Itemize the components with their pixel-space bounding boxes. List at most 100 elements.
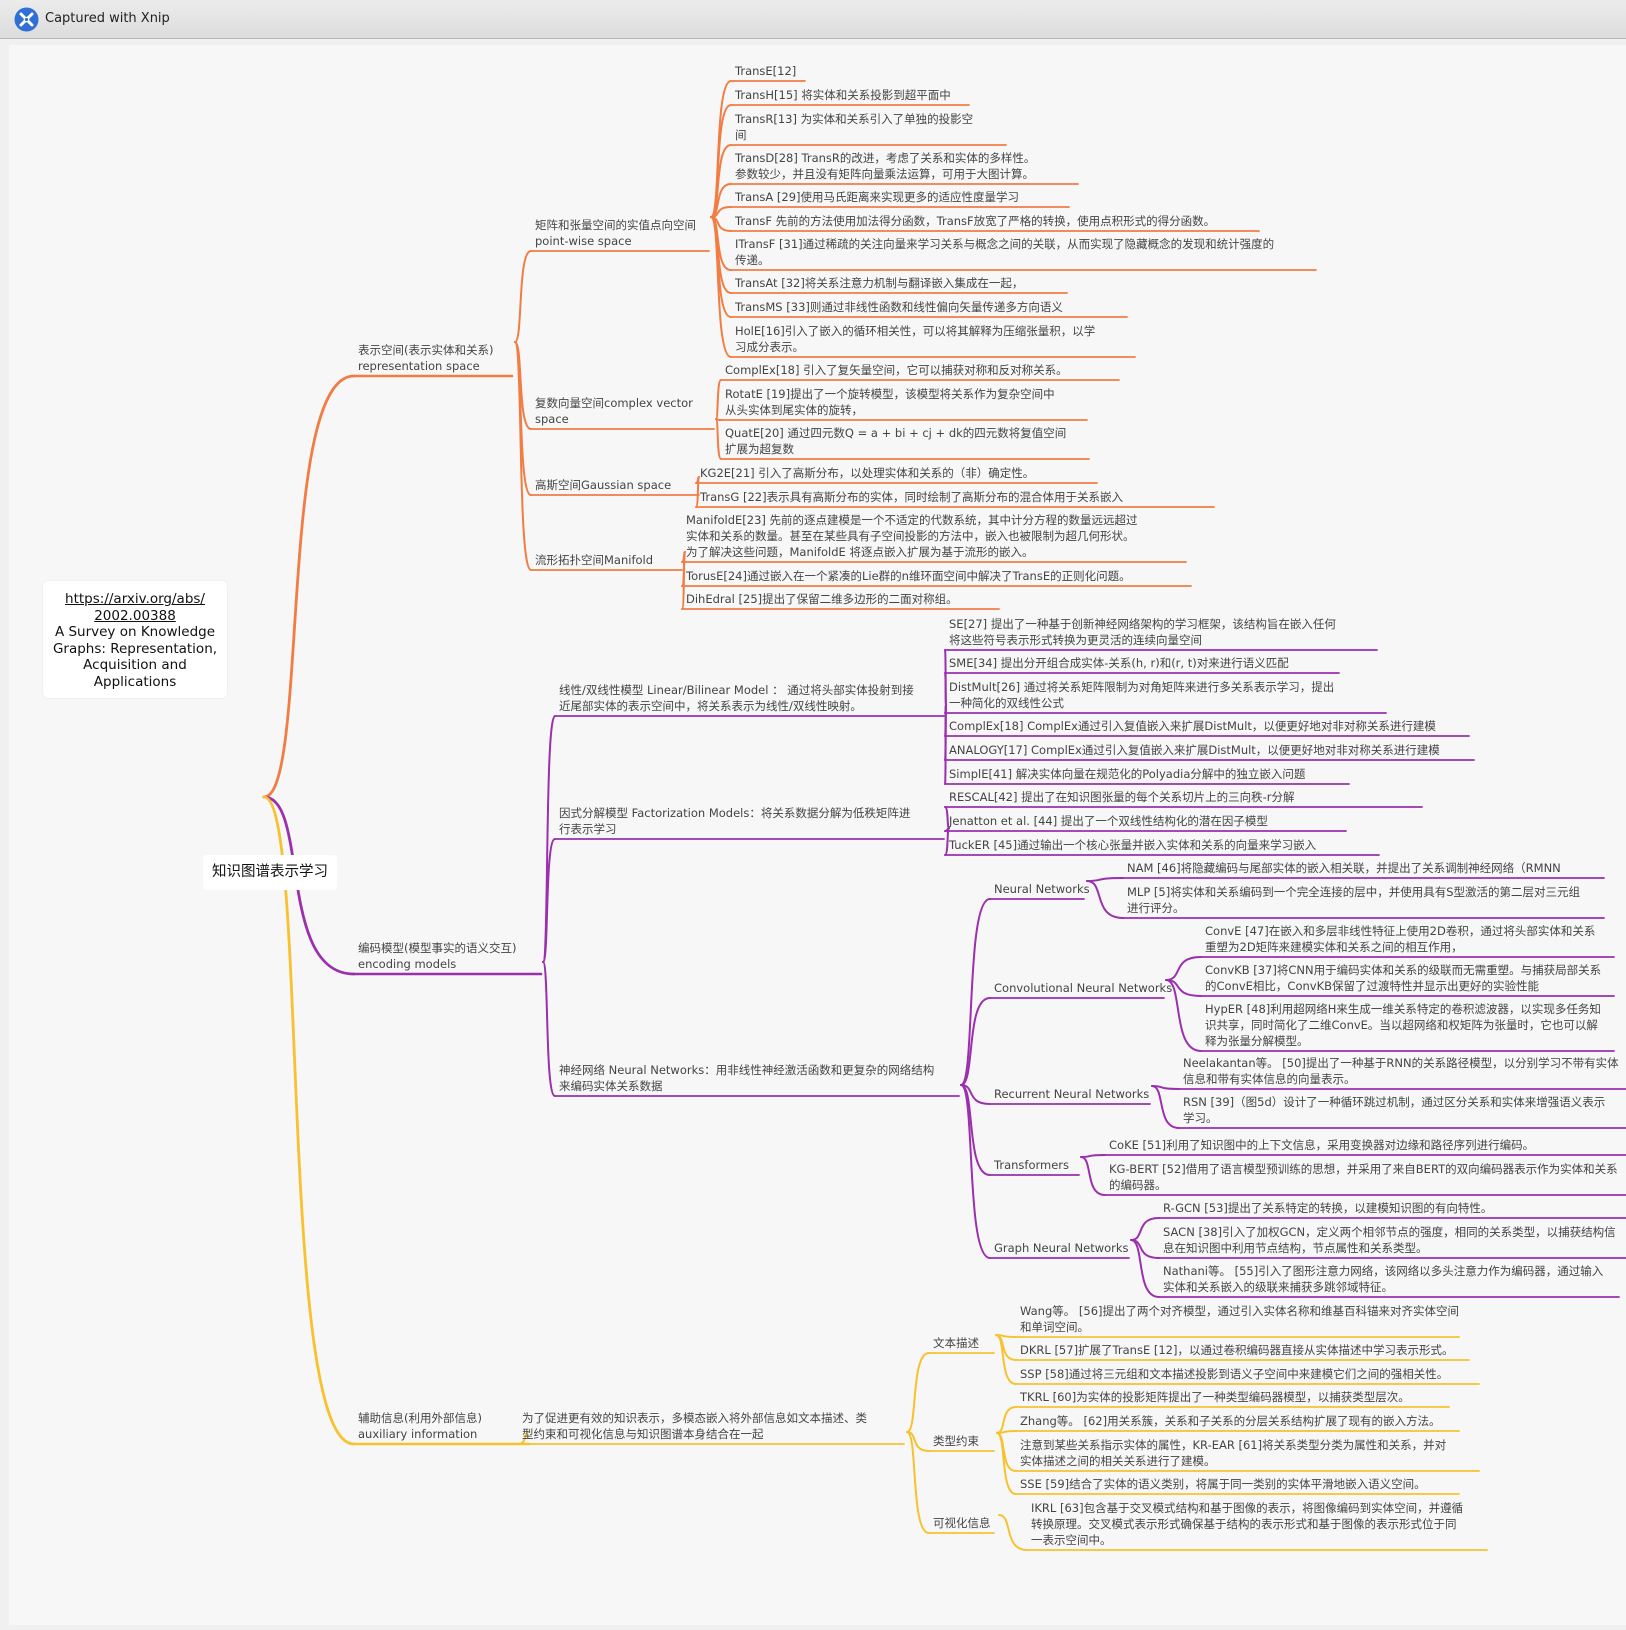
leaf-topic[interactable]: ConvKB [37]将CNN用于编码实体和关系的级联而无需重塑。与捕获局部关系… bbox=[1205, 962, 1601, 994]
topic-text-line: TransA [29]使用马氏距离来实现更多的适应性度量学习 bbox=[735, 190, 1020, 204]
topic-text-line: TKRL [60]为实体的投影矩阵提出了一种类型编码器模型，以捕获类型层次。 bbox=[1020, 1390, 1410, 1404]
leaf-topic[interactable]: SSE [59]结合了实体的语义类别，将属于同一类别的实体平滑地嵌入语义空间。 bbox=[1020, 1476, 1426, 1492]
leaf-topic[interactable]: 注意到某些关系指示实体的属性，KR-EAR [61]将关系类型分类为属性和关系，… bbox=[1020, 1437, 1446, 1469]
leaf-topic[interactable]: R-GCN [53]提出了关系特定的转换，以建模知识图的有向特性。 bbox=[1163, 1200, 1492, 1216]
topic-text-line: encoding models bbox=[358, 957, 457, 971]
leaf-topic[interactable]: RotatE [19]提出了一个旋转模型，该模型将关系作为复杂空间中从头实体到尾… bbox=[725, 386, 1055, 418]
topic-text-line: 一种简化的双线性公式 bbox=[949, 696, 1064, 710]
branch-connector bbox=[960, 898, 991, 1086]
topic-text-line: 文本描述 bbox=[933, 1336, 979, 1350]
branch-connector bbox=[1151, 1085, 1180, 1129]
source-link-line: 2002.00388 bbox=[94, 607, 176, 624]
leaf-topic[interactable]: TorusE[24]通过嵌入在一个紧凑的Lie群的n维环面空间中解决了Trans… bbox=[686, 568, 1131, 584]
leaf-topic[interactable]: Wang等。 [56]提出了两个对齐模型，通过引入实体名称和维基百科锚来对齐实体… bbox=[1020, 1303, 1459, 1335]
branch-connector bbox=[695, 476, 700, 508]
leaf-topic[interactable]: TKRL [60]为实体的投影矩阵提出了一种类型编码器模型，以捕获类型层次。 bbox=[1020, 1389, 1410, 1405]
leaf-topic[interactable]: MLP [5]将实体和关系编码到一个完全连接的层中，并使用具有S型激活的第二层对… bbox=[1127, 884, 1580, 916]
leaf-topic[interactable]: DistMult[26] 通过将关系矩阵限制为对角矩阵来进行多关系表示学习，提出… bbox=[949, 679, 1334, 711]
topic-text-line: 高斯空间Gaussian space bbox=[535, 478, 672, 492]
topic-text-line: 行表示学习 bbox=[559, 822, 617, 836]
leaf-topic[interactable]: TransR[13] 为实体和关系引入了单独的投影空间 bbox=[735, 111, 973, 143]
leaf-topic[interactable]: IKRL [63]包含基于交叉模式结构和基于图像的表示，将图像编码到实体空间，并… bbox=[1031, 1500, 1463, 1548]
sub-topic[interactable]: 类型约束 bbox=[933, 1433, 979, 1449]
leaf-topic[interactable]: KG2E[21] 引入了高斯分布，以处理实体和关系的（非）确定性。 bbox=[700, 465, 1034, 481]
main-branch-topic[interactable]: 表示空间(表示实体和关系)representation space bbox=[358, 342, 493, 374]
topic-text-line: 神经网络 Neural Networks：用非线性神经激活函数和更复杂的网络结构 bbox=[559, 1063, 935, 1077]
topic-text-line: 习成分表示。 bbox=[735, 340, 804, 354]
leaf-topic[interactable]: DKRL [57]扩展了TransE [12]，以通过卷积编码器直接从实体描述中… bbox=[1020, 1342, 1453, 1358]
sub-topic[interactable]: 因式分解模型 Factorization Models：将关系数据分解为低秩矩阵… bbox=[559, 805, 910, 837]
topic-text-line: ComplEx[18] ComplEx通过引入复值嵌入来扩展DistMult，以… bbox=[949, 719, 1436, 733]
branch-connector bbox=[542, 961, 556, 1097]
sub-topic[interactable]: Neural Networks bbox=[994, 881, 1090, 897]
leaf-topic[interactable]: TuckER [45]通过输出一个核心张量并嵌入实体和关系的向量来学习嵌入 bbox=[949, 837, 1316, 853]
leaf-topic[interactable]: RESCAL[42] 提出了在知识图张量的每个关系切片上的三向秩-r分解 bbox=[949, 789, 1295, 805]
sub-topic[interactable]: 线性/双线性模型 Linear/Bilinear Model ： 通过将头部实体… bbox=[559, 682, 914, 714]
topic-text-line: 转换原理。交叉模式表示形式确保基于结构的表示形式和基于图像的表示形式位于同 bbox=[1031, 1517, 1457, 1531]
leaf-topic[interactable]: TransE[12] bbox=[735, 63, 796, 79]
leaf-topic[interactable]: QuatE[20] 通过四元数Q = a + bi + cj + dk的四元数将… bbox=[725, 425, 1066, 457]
leaf-topic[interactable]: TransAt [32]将关系注意力机制与翻译嵌入集成在一起， bbox=[735, 275, 1023, 291]
leaf-topic[interactable]: Neelakantan等。 [50]提出了一种基于RNN的关系路径模型，以分别学… bbox=[1183, 1055, 1619, 1087]
leaf-topic[interactable]: SACN [38]引入了加权GCN，定义两个相邻节点的强度，相同的关系类型，以捕… bbox=[1163, 1224, 1616, 1256]
sub-topic[interactable]: Graph Neural Networks bbox=[994, 1240, 1129, 1256]
leaf-topic[interactable]: KG-BERT [52]借用了语言模型预训练的思想，并采用了来自BERT的双向编… bbox=[1109, 1161, 1618, 1193]
branch-connector bbox=[710, 216, 732, 318]
topic-text-line: RSN [39]（图5d）设计了一种循环跳过机制，通过区分关系和实体来增强语义表… bbox=[1183, 1095, 1606, 1109]
leaf-topic[interactable]: ComplEx[18] ComplEx通过引入复值嵌入来扩展DistMult，以… bbox=[949, 718, 1436, 734]
sub-topic[interactable]: 可视化信息 bbox=[933, 1515, 991, 1531]
topic-text-line: SSE [59]结合了实体的语义类别，将属于同一类别的实体平滑地嵌入语义空间。 bbox=[1020, 1477, 1426, 1491]
branch-connector bbox=[996, 1406, 1017, 1434]
leaf-topic[interactable]: HypER [48]利用超网络H来生成一维关系特定的卷积滤波器，以实现多任务知识… bbox=[1205, 1001, 1601, 1049]
root-topic[interactable]: 知识图谱表示学习 bbox=[203, 855, 337, 890]
branch-connector bbox=[960, 1084, 991, 1259]
leaf-topic[interactable]: SME[34] 提出分开组合成实体-关系(h, r)和(r, t)对来进行语义匹… bbox=[949, 655, 1289, 671]
leaf-topic[interactable]: ComplEx[18] 引入了复矢量空间，它可以捕获对称和反对称关系。 bbox=[725, 362, 1068, 378]
leaf-topic[interactable]: TransH[15] 将实体和关系投影到超平面中 bbox=[735, 87, 951, 103]
topic-text-line: 流形拓扑空间Manifold bbox=[535, 553, 654, 567]
topic-text-line: DihEdral [25]提出了保留二维多边形的二面对称组。 bbox=[686, 592, 958, 606]
leaf-topic[interactable]: TransG [22]表示具有高斯分布的实体，同时绘制了高斯分布的混合体用于关系… bbox=[700, 489, 1123, 505]
sub-topic[interactable]: Recurrent Neural Networks bbox=[994, 1086, 1149, 1102]
sub-topic[interactable]: 文本描述 bbox=[933, 1335, 979, 1351]
leaf-topic[interactable]: ManifoldE[23] 先前的逐点建模是一个不适定的代数系统，其中计分方程的… bbox=[686, 512, 1138, 560]
topic-text-line: 实体描述之间的相关关系进行了建模。 bbox=[1020, 1454, 1216, 1468]
leaf-topic[interactable]: TransD[28] TransR的改进，考虑了关系和实体的多样性。参数较少，并… bbox=[735, 150, 1035, 182]
source-link[interactable]: https://arxiv.org/abs/ 2002.00388 bbox=[43, 591, 227, 624]
leaf-topic[interactable]: SE[27] 提出了一种基于创新神经网络架构的学习框架，该结构旨在嵌入任何将这些… bbox=[949, 616, 1336, 648]
sub-topic[interactable]: 流形拓扑空间Manifold bbox=[535, 552, 653, 568]
leaf-topic[interactable]: HolE[16]引入了嵌入的循环相关性，可以将其解释为压缩张量积，以学习成分表示… bbox=[735, 323, 1095, 355]
branch-connector bbox=[1086, 877, 1124, 882]
leaf-topic[interactable]: ANALOGY[17] ComplEx通过引入复值嵌入来扩展DistMult，以… bbox=[949, 742, 1440, 758]
source-link-line: https://arxiv.org/abs/ bbox=[65, 591, 205, 607]
topic-text-line: IKRL [63]包含基于交叉模式结构和基于图像的表示，将图像编码到实体空间，并… bbox=[1031, 1501, 1464, 1515]
leaf-topic[interactable]: CoKE [51]利用了知识图中的上下文信息，采用变换器对边缘和路径序列进行编码… bbox=[1109, 1137, 1534, 1153]
sub-topic[interactable]: Transformers bbox=[994, 1157, 1069, 1173]
leaf-topic[interactable]: TransA [29]使用马氏距离来实现更多的适应性度量学习 bbox=[735, 189, 1019, 205]
sub-topic[interactable]: Convolutional Neural Networks bbox=[994, 980, 1172, 996]
source-card: https://arxiv.org/abs/ 2002.00388 A Surv… bbox=[43, 581, 227, 698]
leaf-topic[interactable]: SSP [58]通过将三元组和文本描述投影到语义子空间中来建模它们之间的强相关性… bbox=[1020, 1366, 1448, 1382]
sub-topic[interactable]: 神经网络 Neural Networks：用非线性神经激活函数和更复杂的网络结构… bbox=[559, 1062, 934, 1094]
leaf-topic[interactable]: DihEdral [25]提出了保留二维多边形的二面对称组。 bbox=[686, 591, 958, 607]
main-branch-topic[interactable]: 辅助信息(利用外部信息)auxiliary information bbox=[358, 1410, 482, 1442]
leaf-topic[interactable]: Nathani等。 [55]引入了图形注意力网络，该网络以多头注意力作为编码器，… bbox=[1163, 1263, 1603, 1295]
leaf-topic[interactable]: RSN [39]（图5d）设计了一种循环跳过机制，通过区分关系和实体来增强语义表… bbox=[1183, 1094, 1605, 1126]
leaf-topic[interactable]: ConvE [47]在嵌入和多层非线性特征上使用2D卷积，通过将头部实体和关系重… bbox=[1205, 923, 1595, 955]
leaf-topic[interactable]: Zhang等。 [62]用关系簇，关系和子关系的分层关系结构扩展了现有的嵌入方法… bbox=[1020, 1413, 1441, 1429]
sub-topic[interactable]: 为了促进更有效的知识表示，多模态嵌入将外部信息如文本描述、类型约束和可视化信息与… bbox=[522, 1410, 867, 1442]
topic-text-line: 类型约束 bbox=[933, 1434, 979, 1448]
main-branch-topic[interactable]: 编码模型(模型事实的语义交互)encoding models bbox=[358, 940, 516, 972]
source-title-line: Acquisition and bbox=[83, 657, 187, 673]
sub-topic[interactable]: 高斯空间Gaussian space bbox=[535, 477, 671, 493]
leaf-topic[interactable]: SimplE[41] 解决实体向量在规范化的Polyadia分解中的独立嵌入问题 bbox=[949, 766, 1305, 782]
leaf-topic[interactable]: TransMS [33]则通过非线性函数和线性偏向矢量传递多方向语义 bbox=[735, 299, 1063, 315]
topic-text-line: RotatE [19]提出了一个旋转模型，该模型将关系作为复杂空间中 bbox=[725, 387, 1055, 401]
topic-text-line: 来编码实体关系数据 bbox=[559, 1079, 663, 1093]
leaf-topic[interactable]: TransF 先前的方法使用加法得分函数，TransF放宽了严格的转换，使用点积… bbox=[735, 213, 1215, 229]
leaf-topic[interactable]: ITransF [31]通过稀疏的关注向量来学习关系与概念之间的关联，从而实现了… bbox=[735, 236, 1274, 268]
leaf-topic[interactable]: Jenatton et al. [44] 提出了一个双线性结构化的潜在因子模型 bbox=[949, 813, 1268, 829]
leaf-topic[interactable]: NAM [46]将隐藏编码与尾部实体的嵌入相关联，并提出了关系调制神经网络（RM… bbox=[1127, 860, 1561, 876]
